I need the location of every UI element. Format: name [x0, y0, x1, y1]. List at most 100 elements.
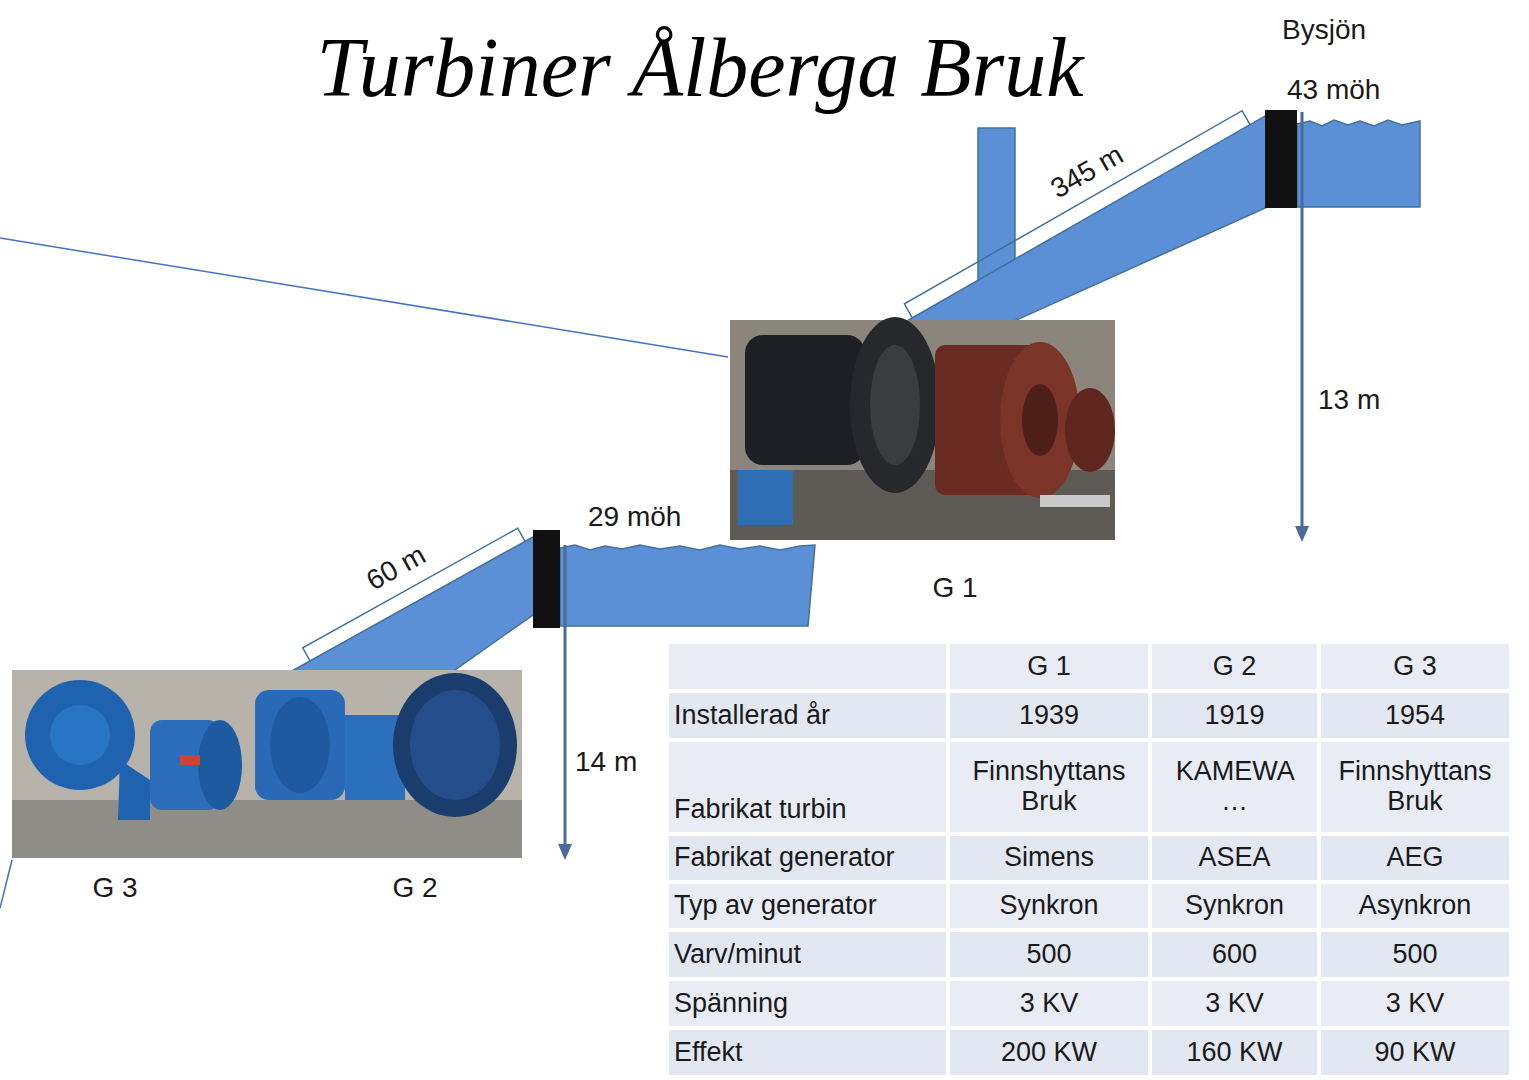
- leader-line: [0, 860, 12, 908]
- water-level-box: 43 möh: [1287, 74, 1380, 106]
- table-cell-box: Spänning: [668, 980, 947, 1027]
- table-cell-text: Fabrikat turbin: [674, 795, 847, 825]
- table-cell: [1321, 742, 1509, 832]
- pipe-length-box: 60 m: [361, 538, 431, 596]
- table-cell-text: Fabrikat generator: [674, 843, 895, 873]
- table-cell: [950, 932, 1148, 977]
- table-cell-box: ASEA: [1151, 835, 1318, 881]
- height-arrow: [564, 545, 567, 846]
- table-cell-box: Finnshyttans Bruk: [1320, 741, 1510, 833]
- unit-name: G 1: [932, 572, 977, 603]
- table-cell: [950, 693, 1148, 738]
- table-cell: [1152, 884, 1317, 928]
- table-cell-text: 3 KV: [1020, 989, 1079, 1019]
- diagram-title: Turbiner Ålberga Bruk: [317, 22, 1084, 114]
- arrow-head: [558, 844, 572, 860]
- table-cell: [950, 884, 1148, 928]
- unit-name-box: G 3: [92, 872, 137, 904]
- table-cell-text: 1919: [1204, 701, 1264, 731]
- arrow-head: [1295, 526, 1309, 542]
- unit-name: G 3: [92, 872, 137, 903]
- table-cell: [950, 1030, 1148, 1075]
- table-cell-text: 90 KW: [1374, 1038, 1455, 1068]
- table-cell: [950, 644, 1148, 689]
- table-cell-box: Installerad år: [668, 692, 947, 739]
- flywheel-hub: [410, 690, 500, 800]
- table-cell-box: Fabrikat generator: [668, 835, 947, 881]
- table-cell-text: 160 KW: [1186, 1038, 1282, 1068]
- table-cell-text: Simens: [1004, 843, 1094, 873]
- table-cell: [669, 693, 946, 738]
- table-cell-text: AEG: [1386, 843, 1443, 873]
- table-cell-text: Installerad år: [674, 701, 830, 731]
- table-cell-box: 3 KV: [1320, 980, 1510, 1027]
- lake-name-box: Bysjön: [1282, 14, 1366, 46]
- table-cell-box: 3 KV: [1151, 980, 1318, 1027]
- table-cell: [669, 742, 946, 832]
- table-cell-text: KAMEWA …: [1176, 757, 1294, 816]
- table-cell-text: 600: [1212, 940, 1257, 970]
- hydraulic-unit: [738, 470, 793, 525]
- penstock: [290, 533, 540, 672]
- head-height-box: 14 m: [575, 746, 637, 778]
- table-cell-text: G 2: [1213, 652, 1257, 682]
- table-cell-text: Synkron: [999, 891, 1098, 921]
- height-arrow: [1301, 112, 1304, 528]
- spiral-casing: [25, 680, 135, 790]
- table-cell-text: Effekt: [674, 1038, 743, 1068]
- table-cell-box: Varv/minut: [668, 931, 947, 978]
- table-cell: [669, 644, 946, 689]
- pond: [560, 545, 815, 626]
- name-plate: [180, 755, 200, 765]
- table-cell-text: ASEA: [1198, 843, 1270, 873]
- exciter: [1065, 388, 1115, 472]
- table-cell-text: 500: [1392, 940, 1437, 970]
- table-cell-text: G 3: [1393, 652, 1437, 682]
- table-cell-text: Asynkron: [1359, 891, 1472, 921]
- penstock: [905, 112, 1272, 322]
- table-cell: [1321, 932, 1509, 977]
- dam: [533, 530, 560, 628]
- table-cell-box: 160 KW: [1151, 1029, 1318, 1076]
- generator-body: [255, 690, 345, 800]
- table-cell-text: 200 KW: [1001, 1038, 1097, 1068]
- table-cell-box: Fabrikat turbin: [668, 741, 947, 833]
- pipe-length: 60 m: [361, 538, 430, 595]
- pipe-length-box: 345 m: [1045, 139, 1129, 206]
- table-cell: [950, 981, 1148, 1026]
- table-cell-box: 1919: [1151, 692, 1318, 739]
- table-cell-text: 3 KV: [1205, 989, 1264, 1019]
- water-level: 43 möh: [1287, 74, 1380, 105]
- table-cell: [669, 884, 946, 928]
- table-cell: [1152, 742, 1317, 832]
- table-cell-box: KAMEWA …: [1151, 741, 1318, 833]
- table-cell: [1152, 836, 1317, 880]
- table-cell: [1321, 981, 1509, 1026]
- flywheel-hub: [870, 345, 920, 465]
- railing: [1040, 495, 1110, 507]
- table-cell: [1152, 693, 1317, 738]
- pipe-length: 345 m: [1045, 139, 1128, 205]
- draft-tube: [118, 760, 150, 820]
- table-cell-box: 500: [949, 931, 1149, 978]
- head-height-box: 13 m: [1318, 384, 1380, 416]
- table-cell-box: Finnshyttans Bruk: [949, 741, 1149, 833]
- table-cell: [669, 981, 946, 1026]
- g1-photo: [730, 317, 1115, 540]
- table-cell-box: Synkron: [949, 883, 1149, 929]
- unit-name-box: G 2: [392, 872, 437, 904]
- spiral-hub: [50, 705, 110, 765]
- table-cell-box: 200 KW: [949, 1029, 1149, 1076]
- head-height: 14 m: [575, 746, 637, 777]
- table-cell: [1152, 932, 1317, 977]
- lake: [1297, 120, 1420, 207]
- table-cell-box: 1939: [949, 692, 1149, 739]
- table-cell-box: 500: [1320, 931, 1510, 978]
- length-bracket: [303, 528, 525, 661]
- unit-name-box: G 1: [932, 572, 977, 604]
- flywheel: [393, 673, 517, 817]
- table-cell-box: Effekt: [668, 1029, 947, 1076]
- generator-end: [270, 697, 330, 793]
- table-cell: [669, 932, 946, 977]
- table-cell-text: Varv/minut: [674, 940, 801, 970]
